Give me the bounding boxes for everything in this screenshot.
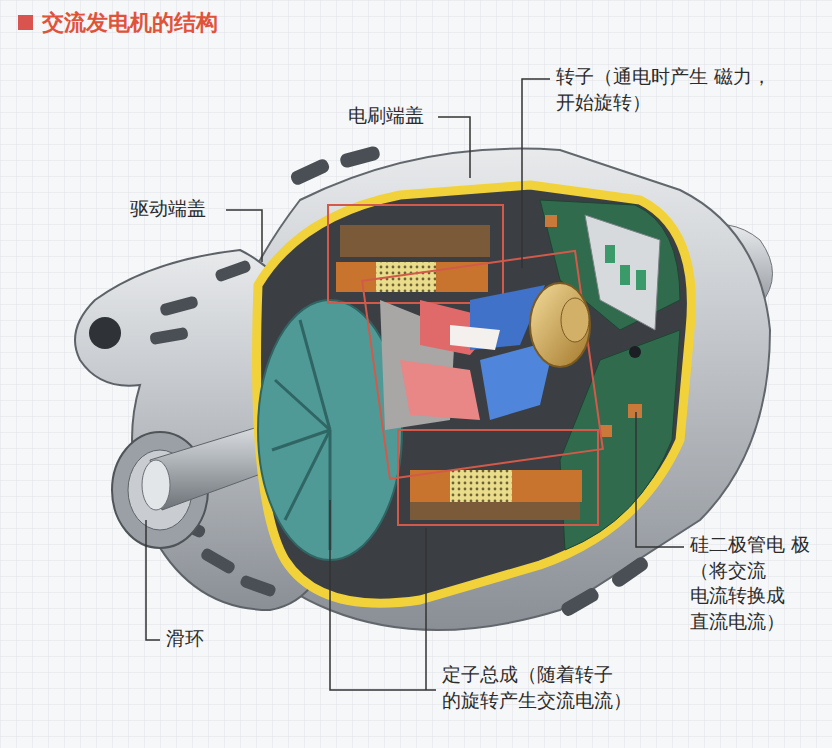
- part-label: 转子（通电时产生 磁力，开始旋转）: [556, 64, 806, 115]
- title: 交流发电机的结构: [42, 8, 218, 38]
- part-label: 硅二极管电 极（将交流 电流转换成 直流电流）: [690, 532, 820, 635]
- part-label: 滑环: [166, 626, 246, 652]
- part-label: 驱动端盖: [130, 196, 250, 222]
- part-label: 定子总成（随着转子 的旋转产生交流电流）: [442, 662, 702, 713]
- part-label: 电刷端盖: [348, 103, 468, 129]
